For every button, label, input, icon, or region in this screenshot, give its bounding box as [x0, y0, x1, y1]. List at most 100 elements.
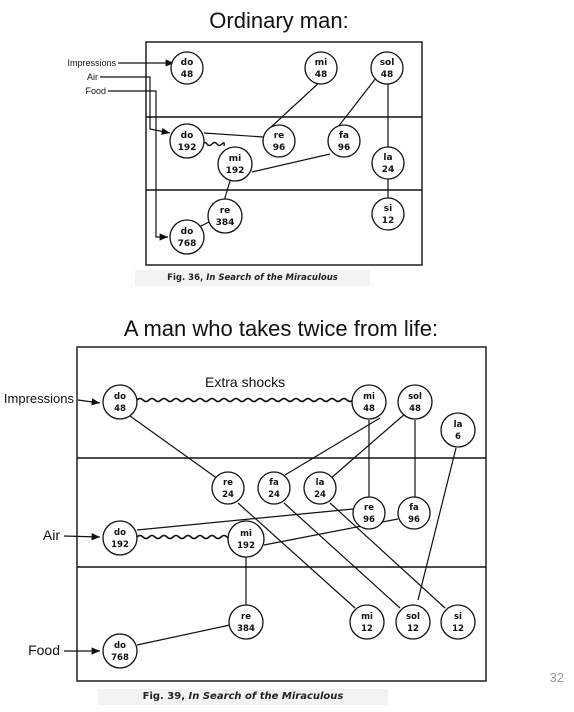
- d2-line-do192-re96: [136, 508, 354, 531]
- svg-text:12: 12: [382, 216, 395, 226]
- svg-text:12: 12: [407, 624, 419, 634]
- d2-node-re384: re 384: [228, 604, 264, 640]
- d2-input-arrows: [63, 398, 101, 655]
- d2-shock-wavy-top: [136, 397, 360, 403]
- diagram1-frame: [145, 41, 423, 266]
- d1-node-do48: do 48: [170, 51, 204, 85]
- svg-text:24: 24: [382, 165, 395, 175]
- svg-text:192: 192: [226, 166, 245, 176]
- diagram2-caption: Fig. 39, In Search of the Miraculous: [98, 689, 388, 705]
- svg-text:48: 48: [315, 70, 328, 80]
- d2-line-la24-si12: [329, 502, 446, 609]
- d2-line-fa24-sol12: [283, 502, 401, 609]
- svg-text:192: 192: [237, 541, 255, 551]
- svg-text:mi: mi: [361, 612, 373, 622]
- svg-text:384: 384: [216, 218, 235, 228]
- d1-node-re384: re 384: [207, 198, 243, 234]
- d2-line-sol48-la24: [329, 412, 407, 480]
- diagram2-caption-fig: Fig. 39,: [142, 691, 186, 702]
- d2-node-do192: do 192: [102, 520, 138, 556]
- svg-text:192: 192: [111, 540, 129, 550]
- d2-line-re24-mi12: [237, 502, 356, 609]
- svg-text:48: 48: [181, 70, 194, 80]
- diagram1-caption: Fig. 36, In Search of the Miraculous: [135, 270, 370, 286]
- svg-text:24: 24: [268, 490, 280, 500]
- svg-text:do: do: [181, 131, 194, 141]
- d1-line-do192-re96: [203, 132, 264, 138]
- svg-text:48: 48: [381, 70, 394, 80]
- page-number: 32: [549, 670, 564, 685]
- d1-shock-wavy: [201, 141, 225, 147]
- d2-shock-wavy-mid: [136, 534, 238, 540]
- svg-text:6: 6: [455, 432, 461, 442]
- d2-line-do768-re384: [136, 624, 231, 646]
- svg-text:re: re: [241, 612, 251, 622]
- d2-input-impressions: Impressions: [4, 391, 75, 406]
- svg-text:la: la: [454, 420, 463, 430]
- svg-text:96: 96: [408, 515, 420, 525]
- d2-arrow-impressions: [77, 398, 101, 406]
- d1-node-fa96: fa 96: [327, 124, 361, 158]
- svg-text:768: 768: [178, 239, 197, 249]
- d2-line-do48-re24: [129, 415, 219, 480]
- diagram1-title: Ordinary man:: [209, 8, 349, 33]
- d1-node-mi192: mi 192: [217, 146, 253, 182]
- d2-node-la24: la 24: [303, 471, 337, 505]
- svg-text:48: 48: [409, 404, 421, 414]
- d2-extra-shocks-label: Extra shocks: [205, 374, 285, 390]
- svg-text:mi: mi: [240, 529, 252, 539]
- d1-arrow-air: [100, 76, 171, 135]
- svg-text:re: re: [364, 503, 374, 513]
- d1-arrow-food: [108, 90, 168, 241]
- d1-line-mi192-re384: [223, 180, 231, 202]
- svg-text:96: 96: [363, 515, 375, 525]
- svg-text:mi: mi: [229, 154, 241, 164]
- d2-node-la6: la 6: [440, 412, 476, 448]
- svg-text:do: do: [114, 528, 126, 538]
- diagram2-title: A man who takes twice from life:: [123, 316, 439, 341]
- d1-line-mi192-fa96: [251, 153, 331, 173]
- d2-node-mi192: mi 192: [227, 520, 265, 558]
- d1-input-food: Food: [85, 86, 106, 96]
- d1-input-arrows: [100, 59, 174, 241]
- svg-text:12: 12: [452, 624, 464, 634]
- svg-text:re: re: [274, 131, 285, 141]
- svg-text:sol: sol: [406, 612, 420, 622]
- d2-node-sol48: sol 48: [397, 384, 433, 420]
- svg-text:do: do: [181, 58, 194, 68]
- svg-text:mi: mi: [315, 58, 327, 68]
- svg-text:si: si: [384, 204, 392, 214]
- d2-line-la6-sol12: [417, 447, 457, 601]
- svg-text:re: re: [223, 478, 233, 488]
- svg-text:sol: sol: [408, 392, 422, 402]
- svg-text:sol: sol: [380, 58, 395, 68]
- svg-text:la: la: [316, 478, 325, 488]
- svg-text:do: do: [114, 641, 126, 651]
- d1-node-sol48: sol 48: [370, 51, 404, 85]
- svg-text:96: 96: [338, 143, 351, 153]
- svg-text:re: re: [220, 206, 231, 216]
- diagram2-caption-book: In Search of the Miraculous: [188, 691, 344, 702]
- d2-connections: [129, 397, 457, 646]
- svg-text:fa: fa: [339, 131, 349, 141]
- d2-input-food: Food: [28, 642, 60, 658]
- svg-text:384: 384: [237, 624, 255, 634]
- diagram1-caption-book: In Search of the Miraculous: [206, 273, 338, 283]
- d1-node-mi48: mi 48: [304, 51, 338, 85]
- d1-line-re96-mi48: [269, 79, 323, 129]
- svg-text:24: 24: [314, 490, 326, 500]
- svg-text:do: do: [114, 392, 126, 402]
- svg-text:mi: mi: [363, 392, 375, 402]
- svg-text:24: 24: [222, 490, 234, 500]
